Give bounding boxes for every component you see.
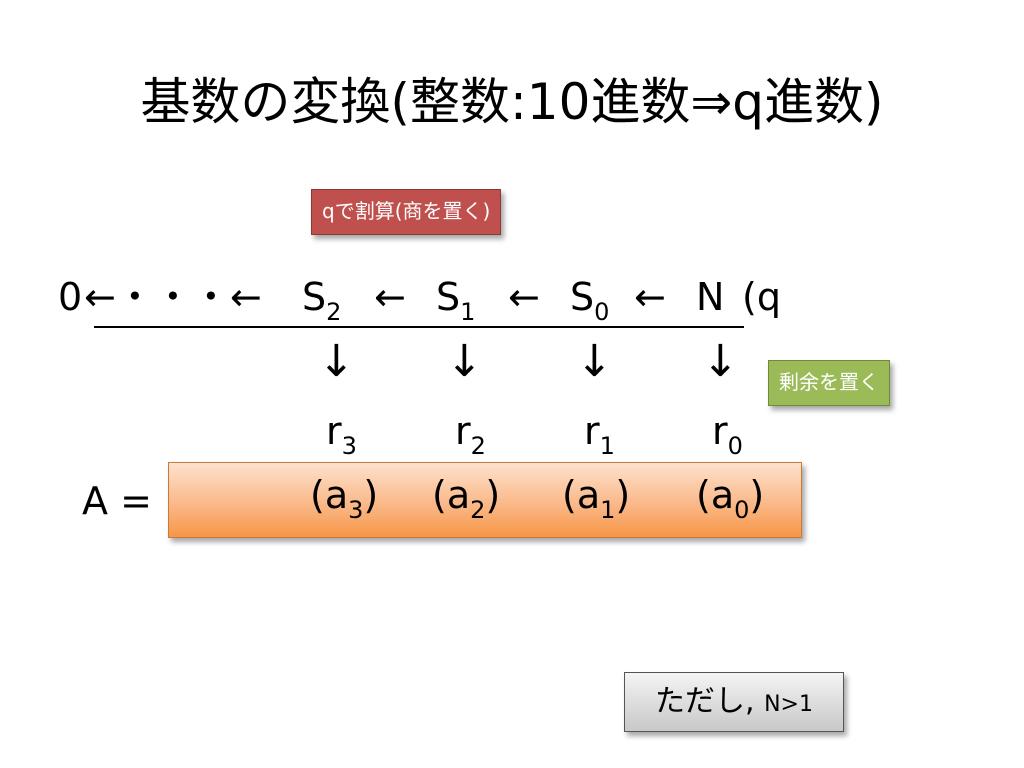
slide-title: 基数の変換(整数:10進数⇒q進数) bbox=[140, 73, 884, 131]
down-arrow-icon: ↓ bbox=[702, 336, 739, 387]
digit-a3: (a3) bbox=[310, 473, 379, 524]
remainder-r0: r0 bbox=[712, 409, 743, 460]
quotient-ellipsis-arrows: ←・・・← bbox=[84, 275, 262, 319]
down-arrow-icon: ↓ bbox=[576, 336, 613, 387]
quotient-s2: S2 bbox=[302, 275, 342, 326]
condition-note: ただし, N>1 bbox=[624, 672, 844, 732]
digit-a2: (a2) bbox=[432, 473, 501, 524]
quotient-s1: S1 bbox=[436, 275, 476, 326]
remainder-r3: r3 bbox=[326, 409, 357, 460]
down-arrow-icon: ↓ bbox=[446, 336, 483, 387]
left-arrow: ← bbox=[374, 275, 406, 319]
dividend-n: N bbox=[696, 275, 725, 319]
remainder-callout: 剰余を置く bbox=[768, 360, 890, 406]
answer-label: A = bbox=[82, 479, 152, 523]
divisor-q: (q bbox=[742, 275, 781, 319]
down-arrow-icon: ↓ bbox=[318, 336, 355, 387]
left-arrow: ← bbox=[508, 275, 540, 319]
digit-a0: (a0) bbox=[696, 473, 765, 524]
digit-a1: (a1) bbox=[562, 473, 631, 524]
left-arrow: ← bbox=[634, 275, 666, 319]
remainder-r2: r2 bbox=[455, 409, 486, 460]
divide-callout: qで割算(商を置く) bbox=[311, 189, 502, 235]
quotient-s0: S0 bbox=[570, 275, 610, 326]
answer-box bbox=[168, 462, 802, 538]
remainder-r1: r1 bbox=[584, 409, 615, 460]
quotient-zero: 0 bbox=[58, 275, 83, 319]
division-line bbox=[94, 326, 744, 328]
